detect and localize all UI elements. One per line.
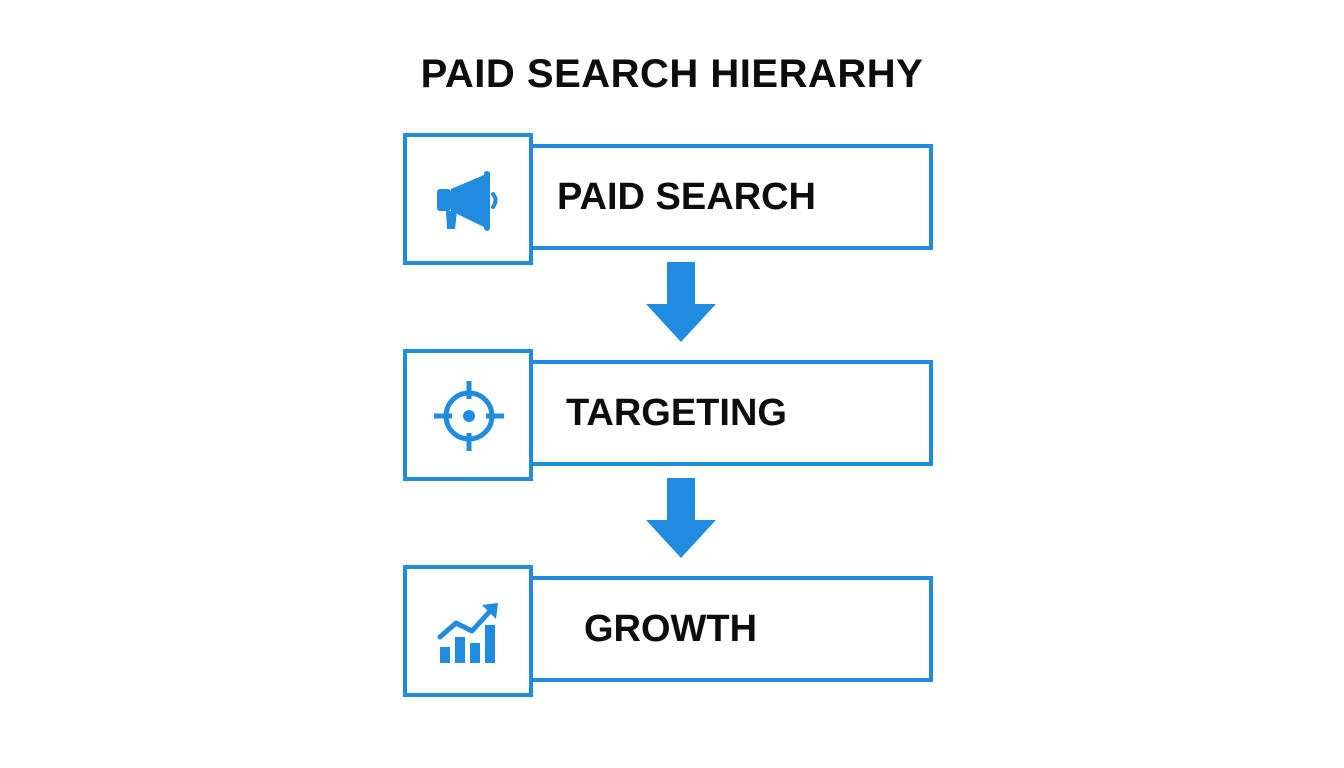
crosshair-icon bbox=[434, 381, 504, 451]
step-label: GROWTH bbox=[584, 608, 758, 650]
step-label-box: PAID SEARCH bbox=[529, 144, 933, 250]
down-arrow-icon bbox=[646, 262, 716, 342]
step-label: PAID SEARCH bbox=[557, 176, 816, 218]
megaphone-icon bbox=[437, 171, 498, 231]
diagram-title: PAID SEARCH HIERARHY bbox=[420, 52, 924, 96]
step-label-box: TARGETING bbox=[529, 360, 933, 466]
step-icon-box bbox=[403, 133, 533, 265]
step-label-box: GROWTH bbox=[529, 576, 933, 682]
step-targeting: TARGETING bbox=[403, 349, 935, 481]
step-icon-box bbox=[403, 349, 533, 481]
step-label: TARGETING bbox=[566, 392, 787, 434]
growth-chart-icon bbox=[437, 603, 498, 663]
down-arrow-icon bbox=[646, 478, 716, 558]
step-icon-box bbox=[403, 565, 533, 697]
step-paid-search: PAID SEARCH bbox=[403, 133, 935, 265]
step-growth: GROWTH bbox=[403, 565, 935, 697]
